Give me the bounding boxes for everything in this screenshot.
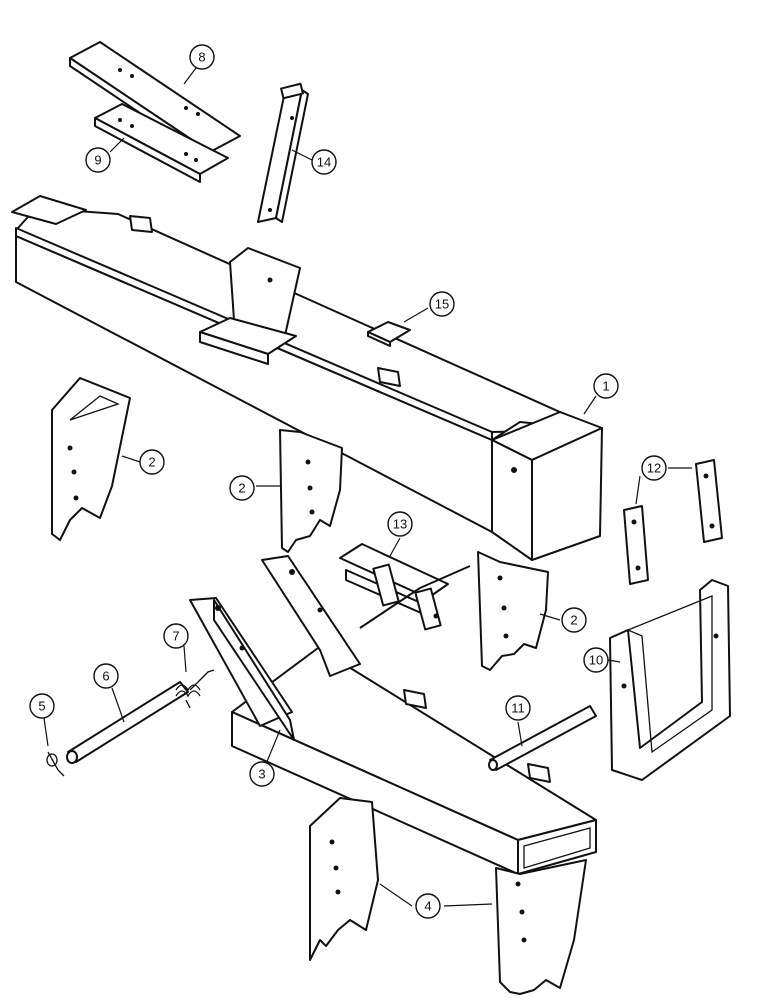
plates-12: [623, 459, 723, 585]
callout-6-label: 6: [102, 669, 109, 684]
bracket-2-center: [279, 429, 343, 553]
callout-2-center: 2: [229, 475, 255, 501]
callout-7: 7: [163, 623, 189, 649]
bracket-2-left: [51, 377, 131, 541]
upper-beam-1: [11, 195, 603, 561]
bracket-4-left: [309, 797, 379, 961]
leader-lines: [43, 67, 692, 907]
callout-13: 13: [387, 511, 413, 537]
callout-9: 9: [85, 147, 111, 173]
callout-2-right-label: 2: [570, 613, 577, 628]
callout-10-label: 10: [589, 653, 603, 668]
bracket-4-right: [495, 859, 587, 995]
callout-4: 4: [415, 893, 441, 919]
callout-8: 8: [189, 44, 215, 70]
callout-15: 15: [429, 291, 455, 317]
pin-11: [488, 705, 597, 771]
callout-1: 1: [593, 373, 619, 399]
strap-14: [257, 82, 309, 223]
u-frame-10: [609, 579, 731, 781]
clamp-13: [339, 543, 471, 631]
callout-4-label: 4: [424, 899, 431, 914]
plate-15: [367, 321, 411, 347]
callout-2-left-label: 2: [148, 455, 155, 470]
callout-2-right: 2: [561, 607, 587, 633]
callout-8-label: 8: [198, 50, 205, 65]
callout-14: 14: [311, 149, 337, 175]
callout-9-label: 9: [94, 153, 101, 168]
callout-2-center-label: 2: [238, 481, 245, 496]
callout-5-label: 5: [38, 699, 45, 714]
callout-12: 12: [641, 455, 667, 481]
spring-7: [175, 669, 215, 709]
callout-3-label: 3: [258, 767, 265, 782]
bracket-2-right: [477, 551, 549, 671]
callout-10: 10: [583, 647, 609, 673]
callout-5: 5: [29, 693, 55, 719]
callout-7-label: 7: [172, 629, 179, 644]
callout-13-label: 13: [393, 517, 407, 532]
callout-12-label: 12: [647, 461, 661, 476]
callout-1-label: 1: [602, 379, 609, 394]
callout-6: 6: [93, 663, 119, 689]
callout-14-label: 14: [317, 155, 331, 170]
callout-3: 3: [249, 761, 275, 787]
pin-6: [66, 681, 189, 764]
plate-9: [94, 103, 229, 183]
clip-5: [46, 751, 65, 777]
lower-beam-3: [189, 555, 597, 875]
callout-11-label: 11: [511, 701, 525, 716]
callout-11: 11: [505, 695, 531, 721]
callout-2-left: 2: [139, 449, 165, 475]
callout-15-label: 15: [435, 297, 449, 312]
